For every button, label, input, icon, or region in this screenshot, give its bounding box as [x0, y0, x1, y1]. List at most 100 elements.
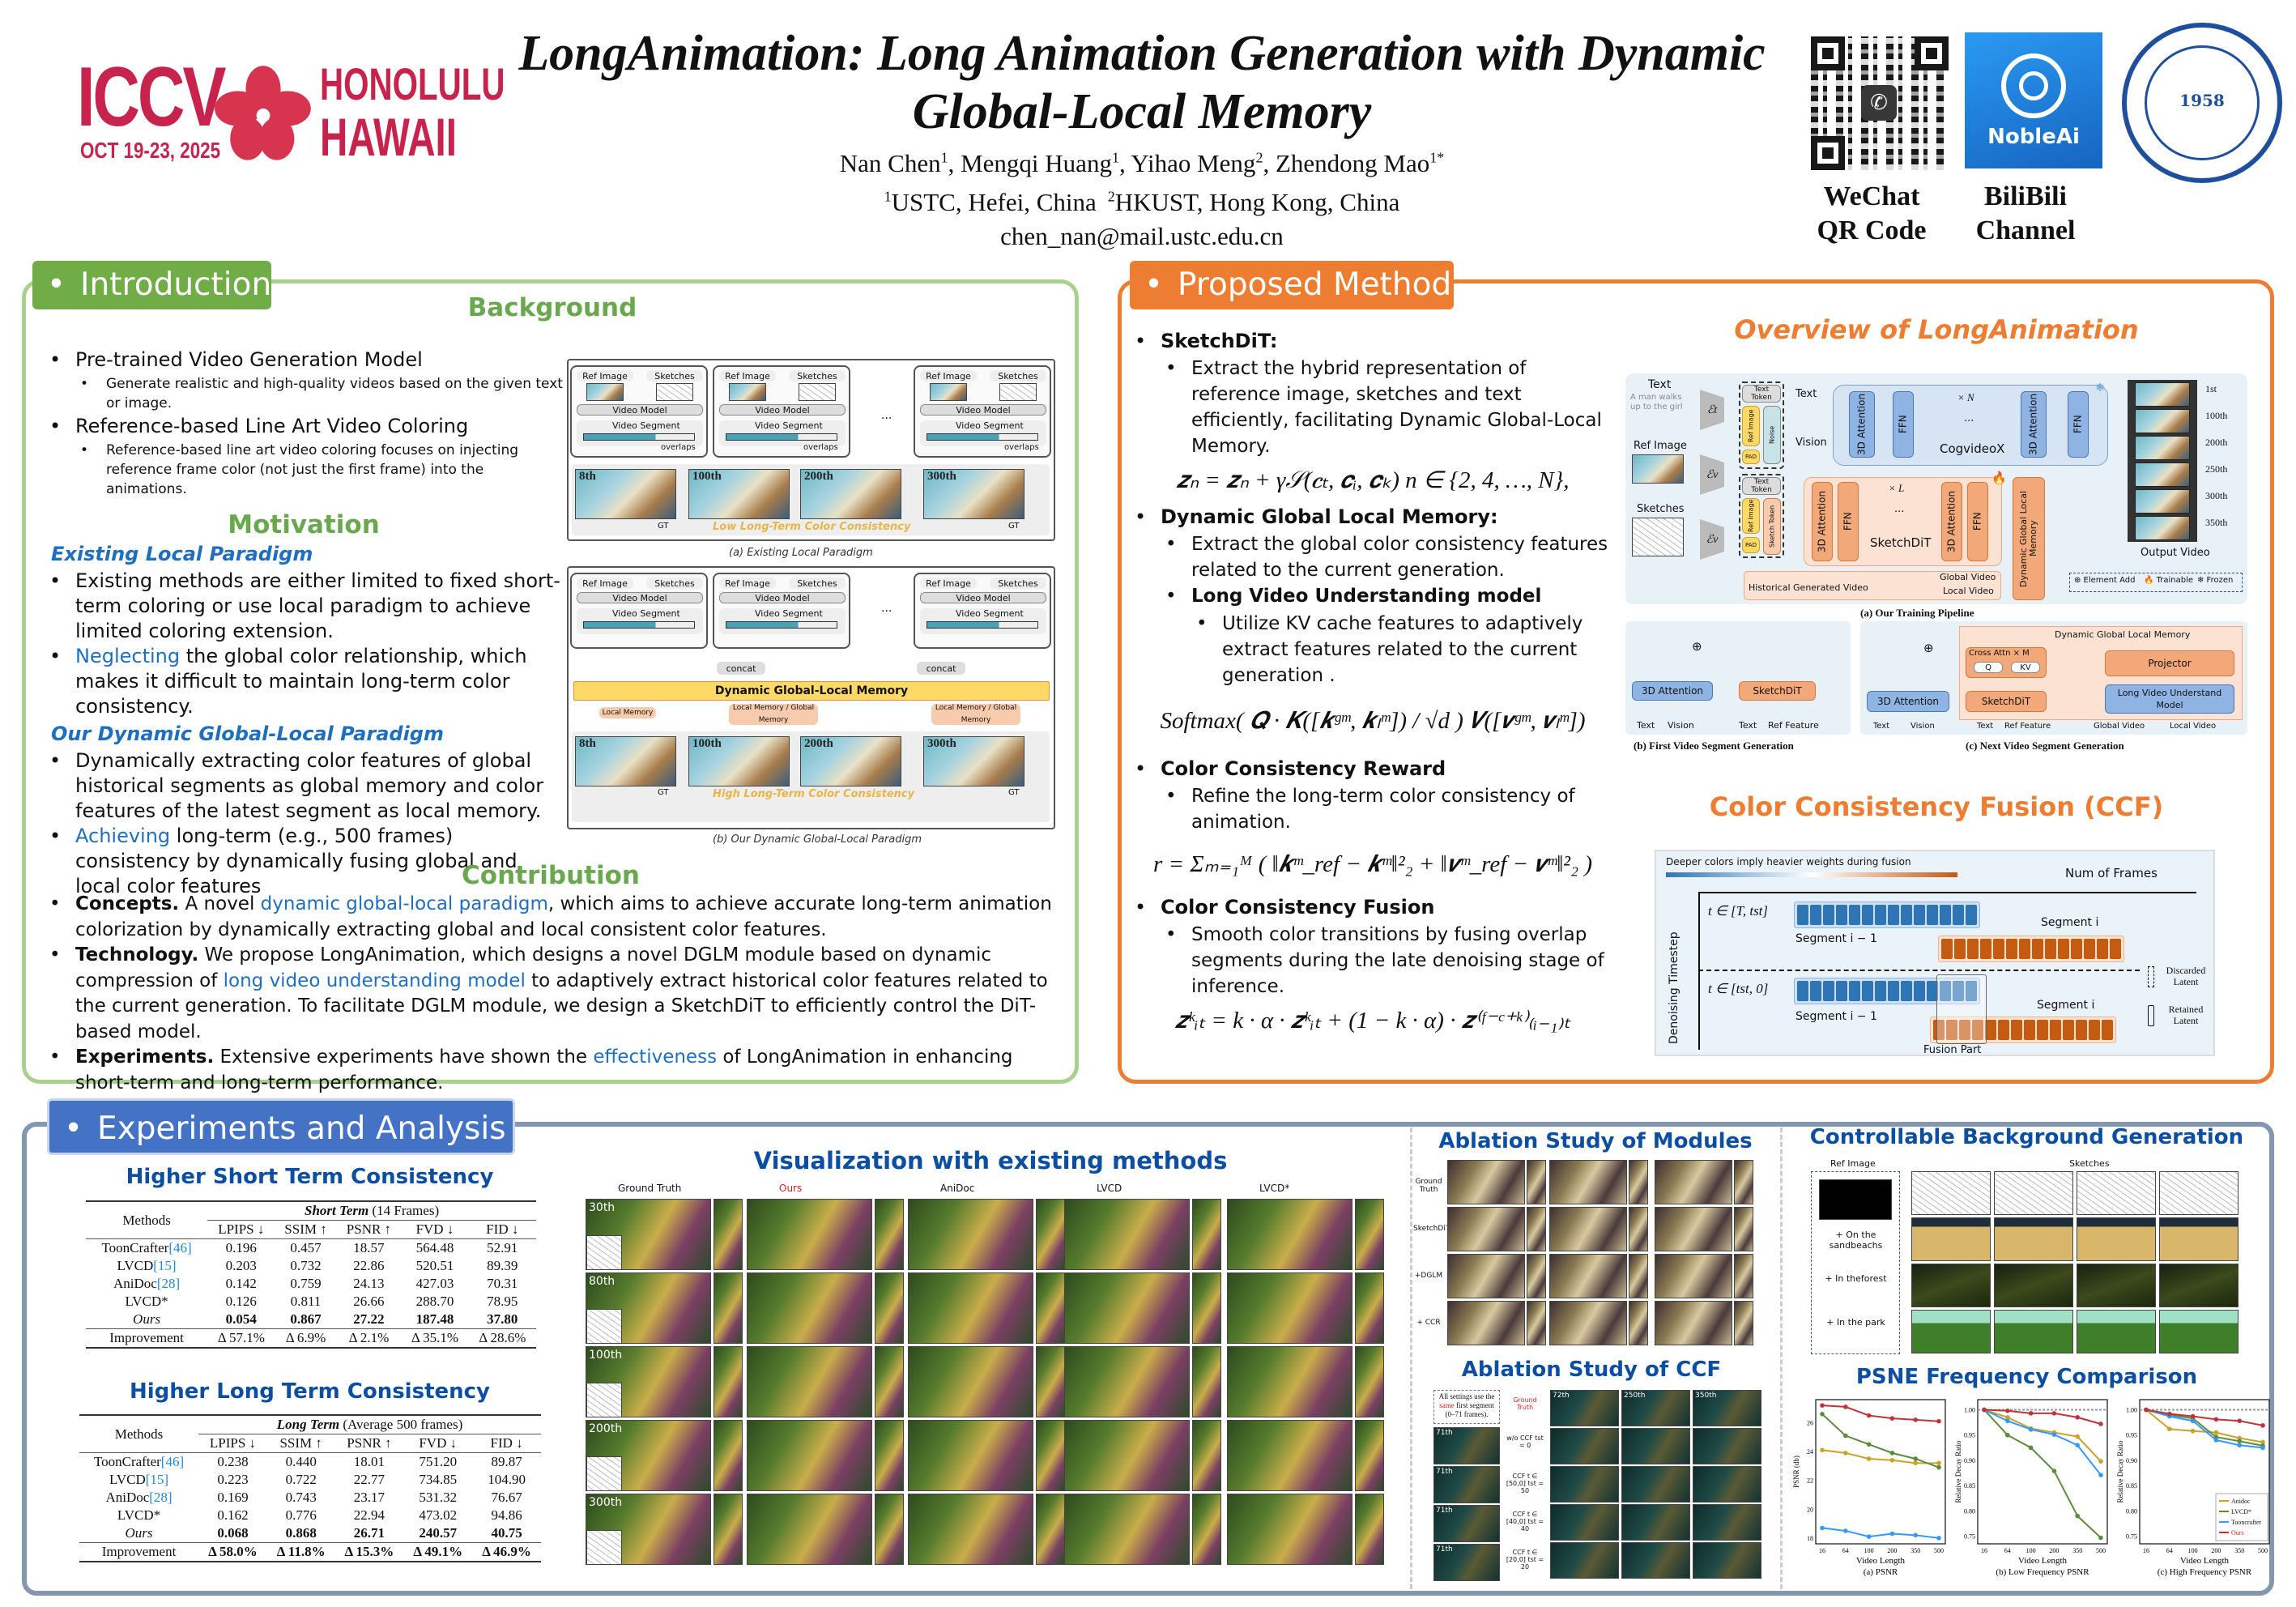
- comparison-frame: [908, 1272, 1033, 1344]
- latent-cell: [2110, 939, 2121, 959]
- latent-cell: [1953, 905, 1964, 925]
- metric-value: 0.440: [285, 1454, 317, 1469]
- hibiscus-icon: [215, 66, 311, 160]
- frame-number: 100th: [692, 470, 722, 483]
- data-point: [1913, 1417, 1918, 1422]
- wechat-qr-code[interactable]: ✆: [1811, 36, 1949, 170]
- nobleai-logo[interactable]: NobleAi: [1965, 32, 2102, 168]
- ablation-crop: [1527, 1254, 1546, 1298]
- citation-link[interactable]: [28]: [149, 1490, 173, 1505]
- data-point: [2028, 1445, 2034, 1451]
- citation-link[interactable]: [15]: [153, 1258, 177, 1273]
- y-axis-label: Relative Decay Ratio: [1954, 1440, 1962, 1503]
- iccv-logo-text: ICCV: [77, 50, 226, 144]
- group-detail: (14 Frames): [368, 1203, 440, 1218]
- citation-link[interactable]: [46]: [160, 1454, 185, 1469]
- ref-image-label: Ref Image: [920, 370, 977, 382]
- method-label: LVCD: [117, 1258, 154, 1273]
- method-text-column: SketchDiT: Extract the hybrid representa…: [1130, 328, 1616, 1044]
- metric-value: 288.70: [415, 1294, 454, 1309]
- video-segment-label: Video Segment: [956, 608, 1024, 619]
- timestep-range-2: t ∈ [tst, 0]: [1708, 981, 1769, 996]
- sketchdit-block: SketchDiT: [1739, 681, 1816, 701]
- improvement-value: Δ 49.1%: [403, 1542, 473, 1562]
- comparison-frame: [1227, 1494, 1352, 1565]
- metric-value: 40.75: [491, 1525, 522, 1541]
- author-list: Nan Chen1, Mengqi Huang1, Yihao Meng2, Z…: [839, 149, 1445, 177]
- frame-number: 72th: [1553, 1392, 1570, 1400]
- repeat-n-label: × N: [1957, 391, 1974, 403]
- ref-image-thumb: [1632, 454, 1684, 484]
- y-axis-label: Denoising Timestep: [1668, 931, 1680, 1044]
- data-point: [2213, 1438, 2219, 1443]
- citation-link[interactable]: [15]: [145, 1472, 169, 1487]
- comparison-frame: [908, 1346, 1033, 1417]
- y-tick-label: 0.75: [1964, 1533, 1975, 1541]
- dglm-desc: Extract the global color consistency fea…: [1161, 531, 1616, 583]
- lvu-desc: Utilize KV cache features to adaptively …: [1191, 611, 1616, 688]
- kv-box: KV: [2011, 662, 2040, 673]
- frozen-icon: ❄: [2095, 382, 2105, 394]
- method-name: Ours: [79, 1524, 198, 1543]
- metric-value: 0.162: [217, 1507, 249, 1523]
- contact-email[interactable]: chen_nan@mail.ustc.edu.cn: [1000, 222, 1284, 250]
- first-segment-frame: 71th: [1433, 1544, 1500, 1581]
- data-point: [1936, 1418, 1941, 1424]
- citation-link[interactable]: [46]: [168, 1240, 192, 1255]
- frame-number: 71th: [1436, 1507, 1453, 1515]
- background-item: Pre-trained Video Generation ModelGenera…: [45, 347, 563, 413]
- data-point: [2075, 1415, 2080, 1420]
- comparison-frame: 100th: [586, 1346, 711, 1417]
- reward-item: Color Consistency Reward Refine the long…: [1130, 756, 1616, 835]
- ffn-block: FFN: [1967, 482, 1988, 561]
- data-point: [1982, 1407, 1987, 1413]
- y-tick-label: 20: [1807, 1506, 1813, 1513]
- latent-cell: [1875, 981, 1886, 1001]
- latent-cell: [2019, 939, 2030, 959]
- citation-link[interactable]: [28]: [156, 1276, 181, 1291]
- output-frame-number: 350th: [2205, 517, 2228, 528]
- frame-number: 250th: [1624, 1392, 1646, 1400]
- ablation-row-label: SketchDiT: [1413, 1225, 1450, 1233]
- title-line-2: Global-Local Memory: [912, 84, 1372, 139]
- attention-block: 3D Attention: [1849, 391, 1875, 458]
- video-model-box: Video Model: [920, 592, 1046, 603]
- fusion-part-box: [1936, 974, 1987, 1044]
- ccf-frame: [1621, 1428, 1690, 1464]
- comparison-crop: [1192, 1420, 1221, 1491]
- x-tick-label: 350: [2072, 1547, 2082, 1554]
- ablation-frame: [1655, 1160, 1732, 1204]
- ref-image-label: Ref Image: [920, 578, 977, 589]
- comparison-frame: [908, 1420, 1033, 1491]
- frame-thumb: 100th: [688, 469, 790, 519]
- background-frame: [1911, 1217, 1991, 1261]
- our-paradigm-list: Dynamically extracting color features of…: [45, 748, 563, 899]
- input-label: Vision: [1910, 722, 1935, 731]
- data-point: [1843, 1433, 1848, 1439]
- series-line-ours: [1821, 1405, 1940, 1422]
- metric-value: 0.743: [285, 1490, 317, 1505]
- frame-number: 200th: [804, 470, 833, 483]
- sketch-inset: [586, 1235, 622, 1269]
- metric-value: 76.67: [491, 1490, 522, 1505]
- comparison-frame: [747, 1420, 872, 1491]
- fusion-equation: 𝒛ᵏᵢₜ = k · α · 𝒛ᵏᵢₜ + (1 − k · α) · 𝒛⁽ᶠ⁻…: [1174, 1008, 1571, 1034]
- sketch-thumb: [799, 383, 836, 401]
- data-point: [2237, 1443, 2242, 1448]
- metric-value: 0.203: [225, 1258, 257, 1273]
- data-point: [2051, 1468, 2057, 1473]
- series-line-ours: [1983, 1409, 2102, 1425]
- x-tick-label: 500: [1934, 1547, 1944, 1554]
- frame-number: 71th: [1436, 1545, 1453, 1554]
- comparison-frame: 200th: [586, 1420, 711, 1491]
- ccf-frame: 72th: [1550, 1390, 1619, 1426]
- plus-icon: ⊕: [1923, 641, 1934, 655]
- x-axis-label: Num of Frames: [2065, 866, 2158, 880]
- ccf-frame: [1693, 1466, 1761, 1503]
- ablation-row-label: +DGLM: [1414, 1272, 1443, 1280]
- ffn-block: FFN: [2068, 391, 2089, 458]
- comparison-crop: [875, 1272, 904, 1344]
